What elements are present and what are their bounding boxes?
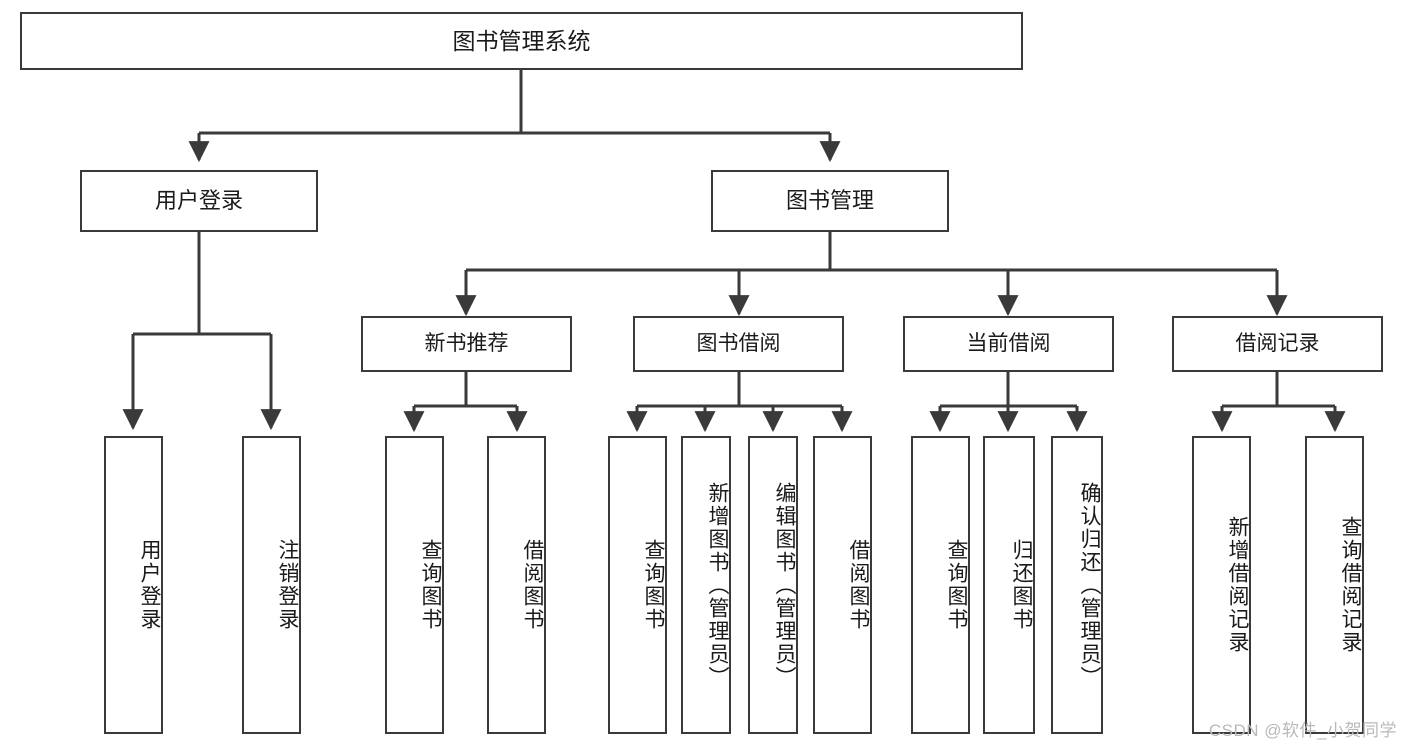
node-label: 图书管理 [785,188,874,214]
node-label: 新增图书（管理员） [706,481,729,689]
node-user-login[interactable]: 用户登录 [80,170,318,232]
node-label: 用户登录 [138,539,161,631]
leaf-current-return-book[interactable]: 归还图书 [983,436,1035,734]
node-label: 归还图书 [1010,539,1033,631]
leaf-record-query-record[interactable]: 查询借阅记录 [1305,436,1364,734]
leaf-current-confirm-return-admin[interactable]: 确认归还（管理员） [1051,436,1103,734]
node-label: 查询借阅记录 [1339,516,1362,654]
node-book-management[interactable]: 图书管理 [711,170,949,232]
node-label: 图书管理系统 [452,27,591,54]
leaf-current-query-book[interactable]: 查询图书 [911,436,970,734]
node-label: 借阅图书 [521,539,544,631]
node-label: 查询图书 [945,539,968,631]
node-label: 当前借阅 [966,331,1051,355]
node-label: 图书借阅 [696,331,781,355]
leaf-borrow-add-book-admin[interactable]: 新增图书（管理员） [681,436,731,734]
leaf-borrow-borrow-book[interactable]: 借阅图书 [813,436,872,734]
node-new-book-recommend[interactable]: 新书推荐 [361,316,572,372]
watermark-text: CSDN @软件_小贺同学 [1208,721,1397,740]
node-label: 用户登录 [154,188,243,214]
node-label: 新书推荐 [424,331,509,355]
node-label: 注销登录 [276,539,299,631]
node-label: 借阅记录 [1235,331,1320,355]
leaf-user-login[interactable]: 用户登录 [104,436,163,734]
node-book-borrow[interactable]: 图书借阅 [633,316,844,372]
node-label: 编辑图书（管理员） [773,481,796,689]
leaf-borrow-query-book[interactable]: 查询图书 [608,436,667,734]
node-label: 查询图书 [642,539,665,631]
node-root-system[interactable]: 图书管理系统 [20,12,1023,70]
leaf-recommend-query-book[interactable]: 查询图书 [385,436,444,734]
node-label: 查询图书 [419,539,442,631]
node-current-borrow[interactable]: 当前借阅 [903,316,1114,372]
node-borrow-record[interactable]: 借阅记录 [1172,316,1383,372]
node-label: 借阅图书 [847,539,870,631]
node-label: 确认归还（管理员） [1078,481,1101,689]
leaf-record-add-record[interactable]: 新增借阅记录 [1192,436,1251,734]
leaf-recommend-borrow-book[interactable]: 借阅图书 [487,436,546,734]
leaf-borrow-edit-book-admin[interactable]: 编辑图书（管理员） [748,436,798,734]
node-label: 新增借阅记录 [1226,516,1249,654]
leaf-user-logout[interactable]: 注销登录 [242,436,301,734]
